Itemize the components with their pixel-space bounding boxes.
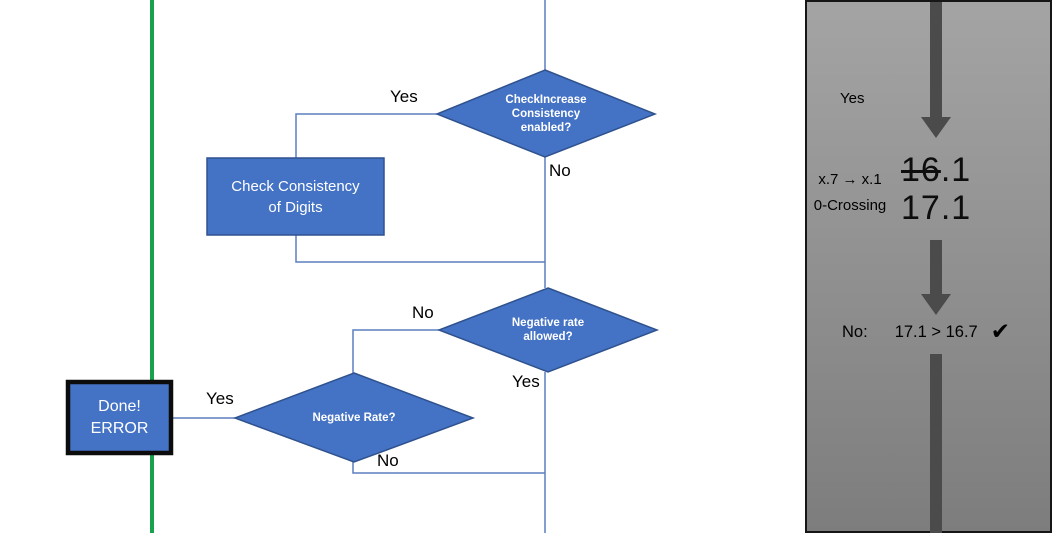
down-arrow-shaft-3 bbox=[930, 354, 942, 533]
decision-negative-rate-shape bbox=[232, 372, 476, 463]
rule-line-2: 0-Crossing bbox=[813, 197, 887, 214]
branch-label-d2-yes: Yes bbox=[512, 372, 540, 391]
branch-label-d2-no: No bbox=[412, 303, 434, 322]
checkmark-icon: ✔ bbox=[990, 318, 1011, 344]
connector-d1-yes-to-process bbox=[295, 113, 437, 158]
decision-negative-allowed-shape bbox=[436, 287, 660, 373]
rule-line-1: x.7 → x.1 bbox=[818, 171, 882, 188]
new-value: 17.1 bbox=[901, 189, 972, 227]
connector-process-to-main bbox=[295, 235, 545, 263]
old-value: 16.1 bbox=[901, 151, 972, 189]
branch-label-d1-yes: Yes bbox=[390, 87, 418, 106]
connector-d2-no-to-d3 bbox=[352, 329, 439, 373]
result-comparison: 17.1 > 16.7 bbox=[894, 323, 978, 341]
connector-d3-no-to-main bbox=[352, 462, 545, 474]
flowchart-graphic bbox=[65, 0, 660, 533]
branch-label-d3-no: No bbox=[377, 451, 399, 470]
example-panel: Yes x.7 → x.1 0-Crossing 16.1 17.1 No: 17… bbox=[805, 0, 1052, 533]
branch-label-d3-yes: Yes bbox=[206, 389, 234, 408]
value-correction: 16.1 17.1 bbox=[901, 151, 971, 227]
process-check-consistency-shape bbox=[206, 157, 385, 236]
terminal-done-error-shape bbox=[65, 379, 174, 456]
down-arrow-head-1-icon bbox=[921, 117, 951, 138]
decision-checkincrease-shape bbox=[434, 69, 658, 158]
down-arrow-shaft-1 bbox=[930, 2, 942, 117]
branch-label-d1-no: No bbox=[549, 161, 571, 180]
result-label: No: bbox=[842, 323, 868, 341]
rule-text: x.7 → x.1 0-Crossing bbox=[807, 167, 893, 219]
result-row: No: 17.1 > 16.7 ✔ bbox=[842, 318, 1010, 345]
down-arrow-shaft-2 bbox=[930, 240, 942, 294]
green-guide-line bbox=[150, 0, 154, 533]
panel-yes-label: Yes bbox=[840, 90, 865, 107]
down-arrow-head-2-icon bbox=[921, 294, 951, 315]
